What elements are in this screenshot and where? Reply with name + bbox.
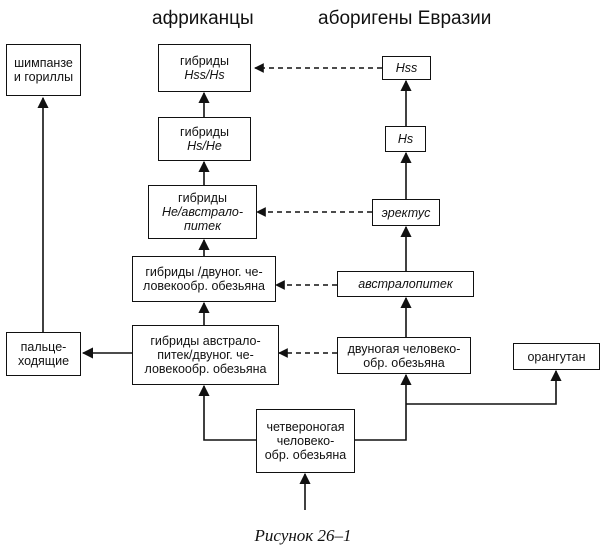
node-australopithecus: австралопитек — [337, 271, 474, 297]
figure-caption: Рисунок 26–1 — [254, 526, 352, 545]
arrow-quadruped-to-hybrid-austral-biped — [198, 384, 257, 441]
node-hss: Hss — [382, 56, 431, 80]
node-hybrids-australopithecus-biped-ape: гибриды австрало-питек/двуног. че-ловеко… — [132, 325, 279, 385]
node-hybrids-biped-ape: гибриды /двуног. че-ловекообр. обезьяна — [132, 256, 276, 302]
arrow-to-orangutan — [406, 369, 562, 405]
node-erectus: эректус — [372, 199, 440, 226]
node-knuckle-walkers: пальце-ходящие — [6, 332, 81, 376]
header-africans: африканцы — [152, 8, 254, 29]
node-hs: Hs — [385, 126, 426, 152]
node-orangutan: орангутан — [513, 343, 600, 370]
header-eurasians: аборигены Евразии — [318, 8, 492, 29]
node-biped-ape: двуногая человеко-обр. обезьяна — [337, 337, 471, 374]
arrow-quadruped-to-biped — [355, 373, 412, 441]
